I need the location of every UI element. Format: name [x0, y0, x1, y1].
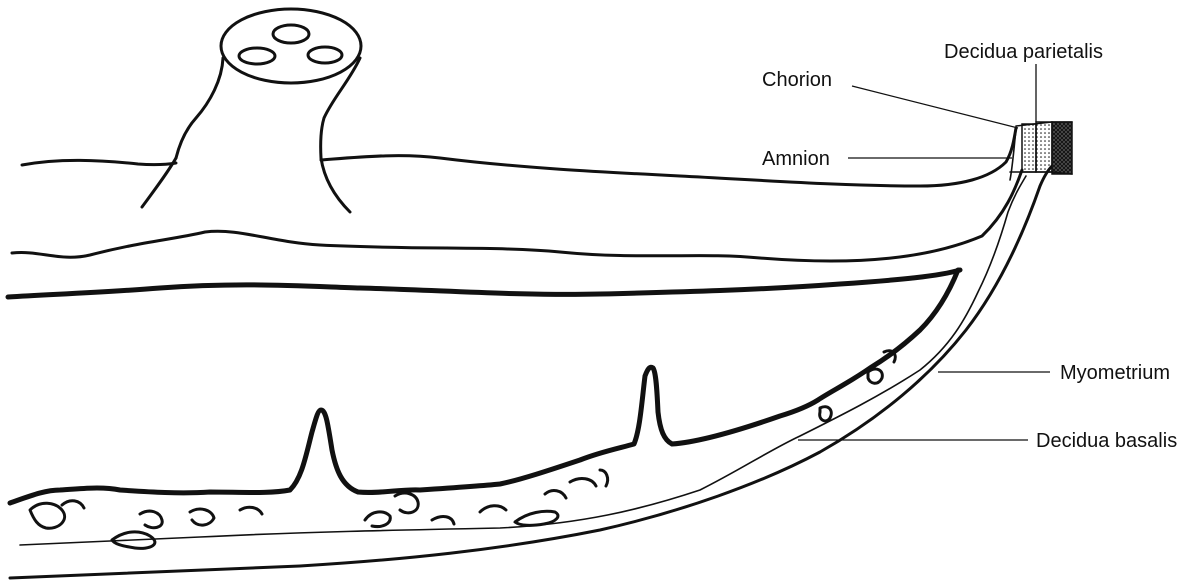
- label-chorion: Chorion: [762, 69, 832, 91]
- label-myometrium: Myometrium: [1060, 362, 1170, 384]
- umbilical-cord: [142, 9, 361, 212]
- label-decidua-parietalis: Decidua parietalis: [944, 41, 1103, 63]
- fetal-membrane-line: [12, 170, 1022, 261]
- membrane-layers-detail: [1010, 122, 1072, 180]
- placental-villi: [30, 351, 895, 549]
- label-amnion: Amnion: [762, 148, 830, 170]
- myometrium-boundary: [10, 166, 1052, 578]
- label-decidua-basalis: Decidua basalis: [1036, 430, 1177, 452]
- decidua-basalis-boundary: [20, 176, 1026, 545]
- chorionic-plate: [8, 270, 960, 297]
- basal-plate: [10, 270, 958, 503]
- amnion-surface: [22, 128, 1016, 186]
